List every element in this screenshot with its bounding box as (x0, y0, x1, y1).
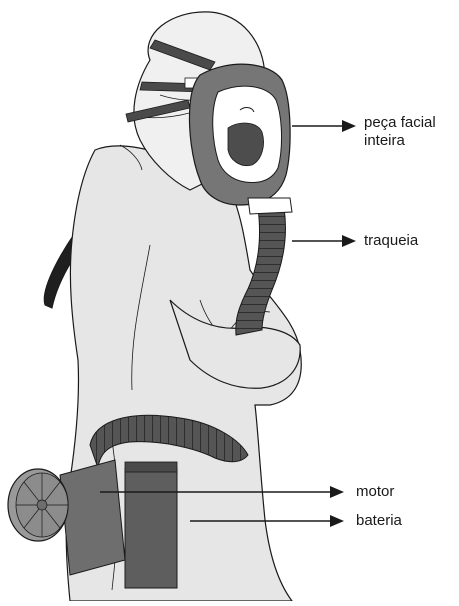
right-arrow-icon (292, 235, 356, 247)
nose-cup (228, 123, 264, 166)
label-face-piece-line2: inteira (364, 132, 405, 150)
label-face-piece-line1: peça facial (364, 114, 436, 132)
motor-housing (60, 460, 125, 575)
label-hose: traqueia (364, 232, 418, 250)
motor-filter (8, 469, 68, 541)
battery-pack (125, 468, 177, 588)
mask-connector (248, 198, 292, 214)
label-battery: bateria (356, 512, 402, 530)
label-motor: motor (356, 483, 394, 501)
battery-top (125, 462, 177, 472)
right-arrow-icon (292, 120, 356, 132)
